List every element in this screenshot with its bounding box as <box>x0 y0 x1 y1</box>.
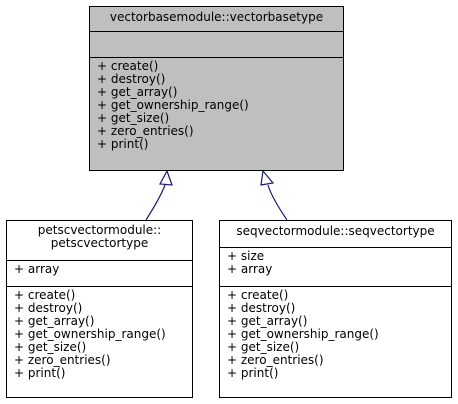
method-item: + destroy() <box>227 301 296 315</box>
methods-section: + create()+ destroy()+ get_array()+ get_… <box>90 57 343 151</box>
class-title-text: seqvectormodule::seqvectortype <box>236 224 435 238</box>
methods-section: + create()+ destroy()+ get_array()+ get_… <box>220 286 451 380</box>
method-item: + zero_entries() <box>97 124 194 138</box>
method-item: + get_size() <box>97 111 170 125</box>
class-title-line-1: petscvectormodule:: <box>37 223 162 237</box>
attribute-item: + size <box>227 249 265 263</box>
methods-section: + create()+ destroy()+ get_array()+ get_… <box>7 286 192 380</box>
attributes-section-empty <box>90 31 343 57</box>
attribute-item: + array <box>227 262 273 276</box>
class-box-petscvectortype: petscvectormodule:: petscvectortype + ar… <box>6 220 193 398</box>
method-item: + print() <box>227 366 279 380</box>
method-item: + get_size() <box>14 340 87 354</box>
method-item: + get_ownership_range() <box>97 98 249 112</box>
inheritance-arrowhead-seq <box>260 169 275 186</box>
method-item: + create() <box>14 288 76 302</box>
class-box-seqvectortype: seqvectormodule::seqvectortype + size+ a… <box>219 220 452 398</box>
class-box-vectorbasetype: vectorbasemodule::vectorbasetype + creat… <box>89 6 344 171</box>
method-item: + get_array() <box>227 314 308 328</box>
method-item: + create() <box>97 59 159 73</box>
method-item: + get_size() <box>227 340 300 354</box>
inheritance-arrowhead-petsc <box>159 169 173 186</box>
method-item: + print() <box>97 137 149 151</box>
method-item: + get_ownership_range() <box>227 327 379 341</box>
method-item: + print() <box>14 366 66 380</box>
method-item: + destroy() <box>97 72 166 86</box>
method-item: + get_array() <box>97 85 178 99</box>
method-item: + destroy() <box>14 301 83 315</box>
method-item: + get_array() <box>14 314 95 328</box>
attribute-item: + array <box>14 262 60 276</box>
method-item: + create() <box>227 288 289 302</box>
class-title-line-2: petscvectortype <box>50 236 149 250</box>
class-title: vectorbasemodule::vectorbasetype <box>90 7 343 31</box>
class-title: seqvectormodule::seqvectortype <box>220 221 451 247</box>
attributes-section: + array <box>7 260 192 286</box>
attributes-section: + size+ array <box>220 247 451 286</box>
class-title-text: vectorbasemodule::vectorbasetype <box>109 10 324 24</box>
class-title: petscvectormodule:: petscvectortype <box>7 221 192 260</box>
method-item: + zero_entries() <box>227 353 324 367</box>
method-item: + zero_entries() <box>14 353 111 367</box>
inheritance-edge-seq <box>267 184 288 221</box>
inheritance-edge-petsc <box>145 184 166 221</box>
method-item: + get_ownership_range() <box>14 327 166 341</box>
